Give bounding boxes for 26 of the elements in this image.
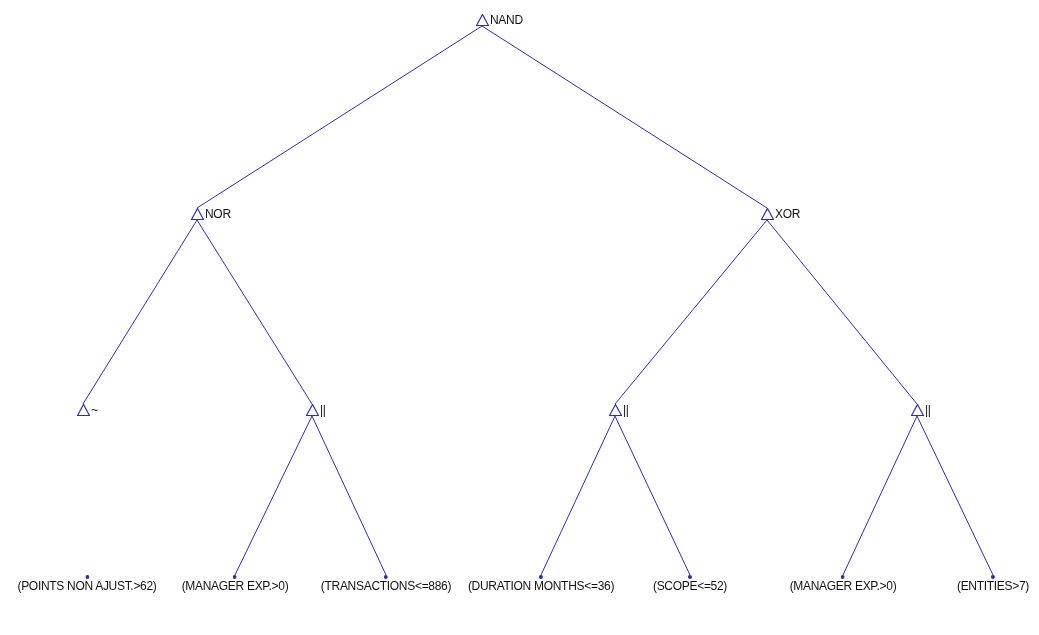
tree-branch [540,415,616,576]
operator-label: ~ [91,403,98,417]
condition-label: (SCOPE<=52) [652,579,728,593]
operator-label: NOR [205,207,231,221]
tree-branch [234,415,313,576]
tree-branch [82,219,198,405]
tree-branch [916,415,994,576]
tree-branch [766,219,918,405]
condition-label: (POINTS NON AJUST.>62) [17,579,157,593]
condition-label: (ENTITIES>7) [956,579,1030,593]
condition-label: (DURATION MONTHS<=36) [467,579,615,593]
tree-branch [481,25,768,209]
operator-label: || [623,403,629,417]
tree-branch [196,25,483,209]
tree-branch [614,219,768,405]
operator-label: || [925,403,931,417]
tree-branch [842,415,918,576]
operator-label: XOR [775,207,801,221]
tree-branch [311,415,387,576]
operator-label: || [320,403,326,417]
condition-label: (TRANSACTIONS<=886) [320,579,452,593]
tree-branch [614,415,691,576]
condition-label: (MANAGER EXP.>0) [789,579,897,593]
condition-label: (MANAGER EXP.>0) [181,579,289,593]
operator-label: NAND [490,13,523,27]
tree-branch [196,219,313,405]
